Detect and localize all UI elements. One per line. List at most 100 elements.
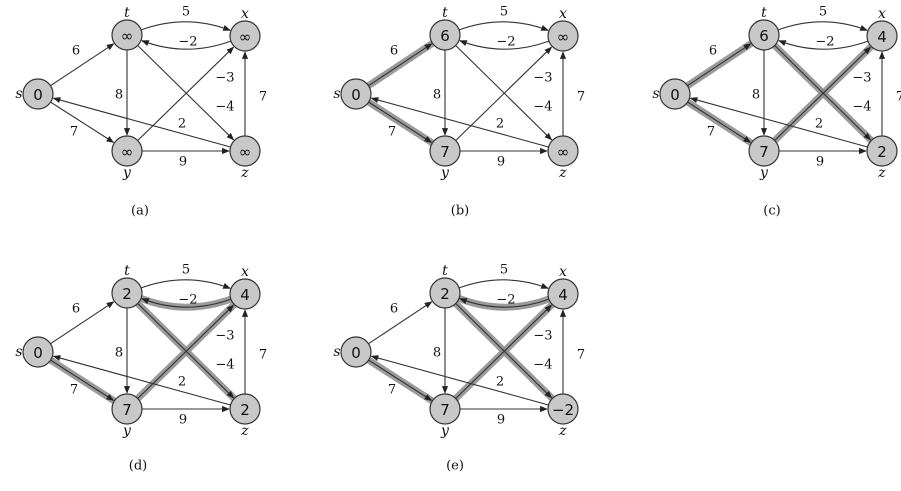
edge-t-x [140,21,231,31]
edge-y-x [137,304,235,399]
panel-caption-4: (e) [446,459,464,474]
edge-weight-y-z: 9 [816,155,824,170]
edge-weight-s-y: 7 [388,383,396,398]
edge-t-x [140,279,231,289]
node-x-distance: ∞ [239,28,252,46]
node-s-label: s [15,86,22,102]
node-x-label: x [241,6,249,22]
node-s [340,78,372,110]
panels-root: 675−28−4−39720s∞t∞x∞y∞z(a)675−28−4−39720… [15,5,901,474]
node-t-label: t [124,263,130,279]
node-y-distance: 7 [440,401,450,419]
node-t-distance: 6 [759,27,769,45]
edge-weight-x-t: −2 [178,293,197,308]
edge-weight-x-t: −2 [496,35,515,50]
node-x [547,20,579,52]
edge-weight-t-x: 5 [500,263,508,278]
node-s-distance: 0 [33,86,43,104]
edge-s-y [368,101,433,143]
edge-weight-s-t: 6 [72,44,80,59]
edge-weight-t-y: 8 [433,88,441,103]
node-x [229,20,261,52]
edge-y-x [455,46,553,141]
edge-t-z [137,303,235,399]
node-s [659,78,691,110]
edge-weight-z-x: 7 [259,348,267,363]
panel-caption-3: (d) [129,459,147,474]
edge-z-s [52,97,231,148]
edge-weight-y-x: −3 [533,329,552,344]
node-x-distance: 4 [558,286,568,304]
node-y-distance: ∞ [121,143,134,161]
edge-weight-y-z: 9 [497,413,505,428]
node-x-label: x [878,6,886,22]
node-t-distance: 6 [440,27,450,45]
node-x [229,278,261,310]
node-x-label: x [559,6,567,22]
edge-weight-z-s: 2 [815,117,823,132]
node-t [429,277,461,309]
node-t-label: t [124,5,130,21]
edge-t-x [458,21,549,31]
edge-weight-s-y: 7 [70,383,78,398]
node-t-label: t [761,5,767,21]
node-y-distance: 7 [440,143,450,161]
edge-weight-t-x: 5 [182,263,190,278]
node-x-distance: 4 [240,286,250,304]
edge-s-t [368,301,433,345]
node-y [429,135,461,167]
node-z-label: z [240,165,249,181]
node-z-label: z [877,165,886,181]
node-z-distance: ∞ [239,143,252,161]
node-z-distance: 2 [877,143,887,161]
node-z [547,135,579,167]
edge-weight-t-x: 5 [819,5,827,20]
node-z-label: z [240,423,249,439]
edge-weight-t-y: 8 [752,88,760,103]
node-z-label: z [558,423,567,439]
edge-t-z [455,45,553,141]
node-y-distance: 7 [759,143,769,161]
edge-weight-x-t: −2 [496,293,515,308]
node-s-distance: 0 [351,344,361,362]
edge-weight-z-x: 7 [577,348,585,363]
edge-z-s [370,355,549,406]
edge-weight-y-x: −3 [852,71,871,86]
edge-weight-t-z: −4 [215,358,234,373]
edge-s-t [50,301,115,345]
edge-weight-s-y: 7 [70,125,78,140]
edge-s-t [687,43,752,87]
edge-weight-s-t: 6 [709,44,717,59]
edge-x-t [141,40,232,50]
edge-z-s [370,97,549,148]
node-t-label: t [442,5,448,21]
node-s-label: s [15,344,22,360]
edge-weight-z-x: 7 [896,90,901,105]
edge-t-z [137,45,235,141]
edge-t-z [455,303,553,399]
node-z-label: z [558,165,567,181]
edge-z-s [52,355,231,406]
edge-weight-s-y: 7 [707,125,715,140]
edge-x-t [459,40,550,50]
edge-s-t [368,43,433,87]
node-s-label: s [333,344,340,360]
edge-z-s [689,97,868,148]
edge-weight-t-x: 5 [182,5,190,20]
edge-weight-y-z: 9 [497,155,505,170]
node-z [866,135,898,167]
node-s [340,336,372,368]
node-y-distance: 7 [122,401,132,419]
node-y [429,393,461,425]
node-z-distance: 2 [240,401,250,419]
edge-y-x [455,304,553,399]
edge-weight-t-y: 8 [115,346,123,361]
edge-x-t [778,40,869,50]
edge-t-x [777,21,868,31]
node-x [866,20,898,52]
edge-weight-t-z: −4 [852,100,871,115]
node-z-distance: ∞ [557,143,570,161]
node-z [229,393,261,425]
